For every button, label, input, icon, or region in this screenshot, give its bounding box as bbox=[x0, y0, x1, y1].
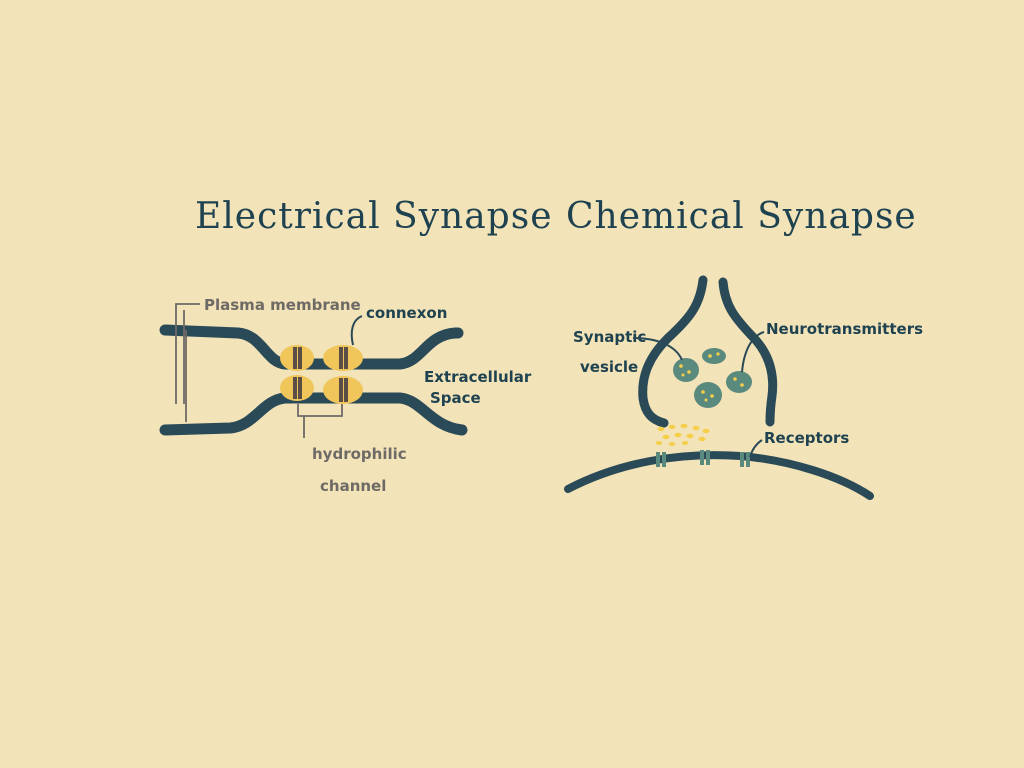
receptors-leader bbox=[749, 439, 763, 458]
synaptic-vesicle-label-line1: Synaptic bbox=[573, 328, 646, 346]
released-neurotransmitters bbox=[655, 423, 710, 446]
presynaptic-terminal-left bbox=[638, 275, 708, 428]
synaptic-vesicle bbox=[726, 371, 752, 393]
extracellular-label-line2: Space bbox=[430, 389, 481, 407]
plasma-membrane-bracket bbox=[175, 303, 200, 404]
receptor bbox=[656, 452, 666, 467]
neurotransmitters-leader bbox=[741, 331, 765, 373]
channel-bar bbox=[339, 378, 343, 402]
hydrophilic-channel-leader bbox=[297, 404, 343, 438]
presynaptic-terminal-right bbox=[718, 277, 778, 427]
channel-bar bbox=[293, 377, 297, 399]
channel-bar bbox=[293, 347, 297, 369]
plasma-membrane-label: Plasma membrane bbox=[204, 296, 361, 314]
synaptic-vesicle bbox=[702, 348, 726, 364]
hydrophilic-label-line2: channel bbox=[320, 477, 386, 495]
electrical-synapse-title: Electrical Synapse bbox=[195, 196, 553, 237]
neurotransmitters-label: Neurotransmitters bbox=[766, 320, 923, 338]
synaptic-vesicle-label-line2: vesicle bbox=[580, 358, 638, 376]
channel-bar bbox=[344, 347, 348, 369]
channel-bar bbox=[339, 347, 343, 369]
connexon-label: connexon bbox=[366, 304, 447, 322]
channel-bar bbox=[298, 347, 302, 369]
extracellular-label-line1: Extracellular bbox=[424, 368, 532, 386]
receptor bbox=[700, 450, 710, 465]
chemical-synapse-title: Chemical Synapse bbox=[566, 196, 917, 237]
receptors-label: Receptors bbox=[764, 429, 849, 447]
chemical-synapse-figure: Synaptic vesicle Neurotransmitters Recep… bbox=[564, 275, 923, 500]
channel-bar bbox=[298, 377, 302, 399]
synaptic-vesicle bbox=[694, 382, 722, 408]
lower-plasma-membrane bbox=[159, 392, 468, 436]
connexon-leader bbox=[350, 315, 363, 346]
receptor bbox=[740, 452, 750, 467]
postsynaptic-membrane bbox=[564, 451, 874, 500]
hydrophilic-label-line1: hydrophilic bbox=[312, 445, 407, 463]
synaptic-vesicle bbox=[673, 358, 699, 382]
channel-bar bbox=[344, 378, 348, 402]
synaptic-vesicle-leader bbox=[632, 337, 683, 361]
electrical-synapse-figure: Plasma membrane connexon Extracellular S… bbox=[159, 296, 532, 495]
